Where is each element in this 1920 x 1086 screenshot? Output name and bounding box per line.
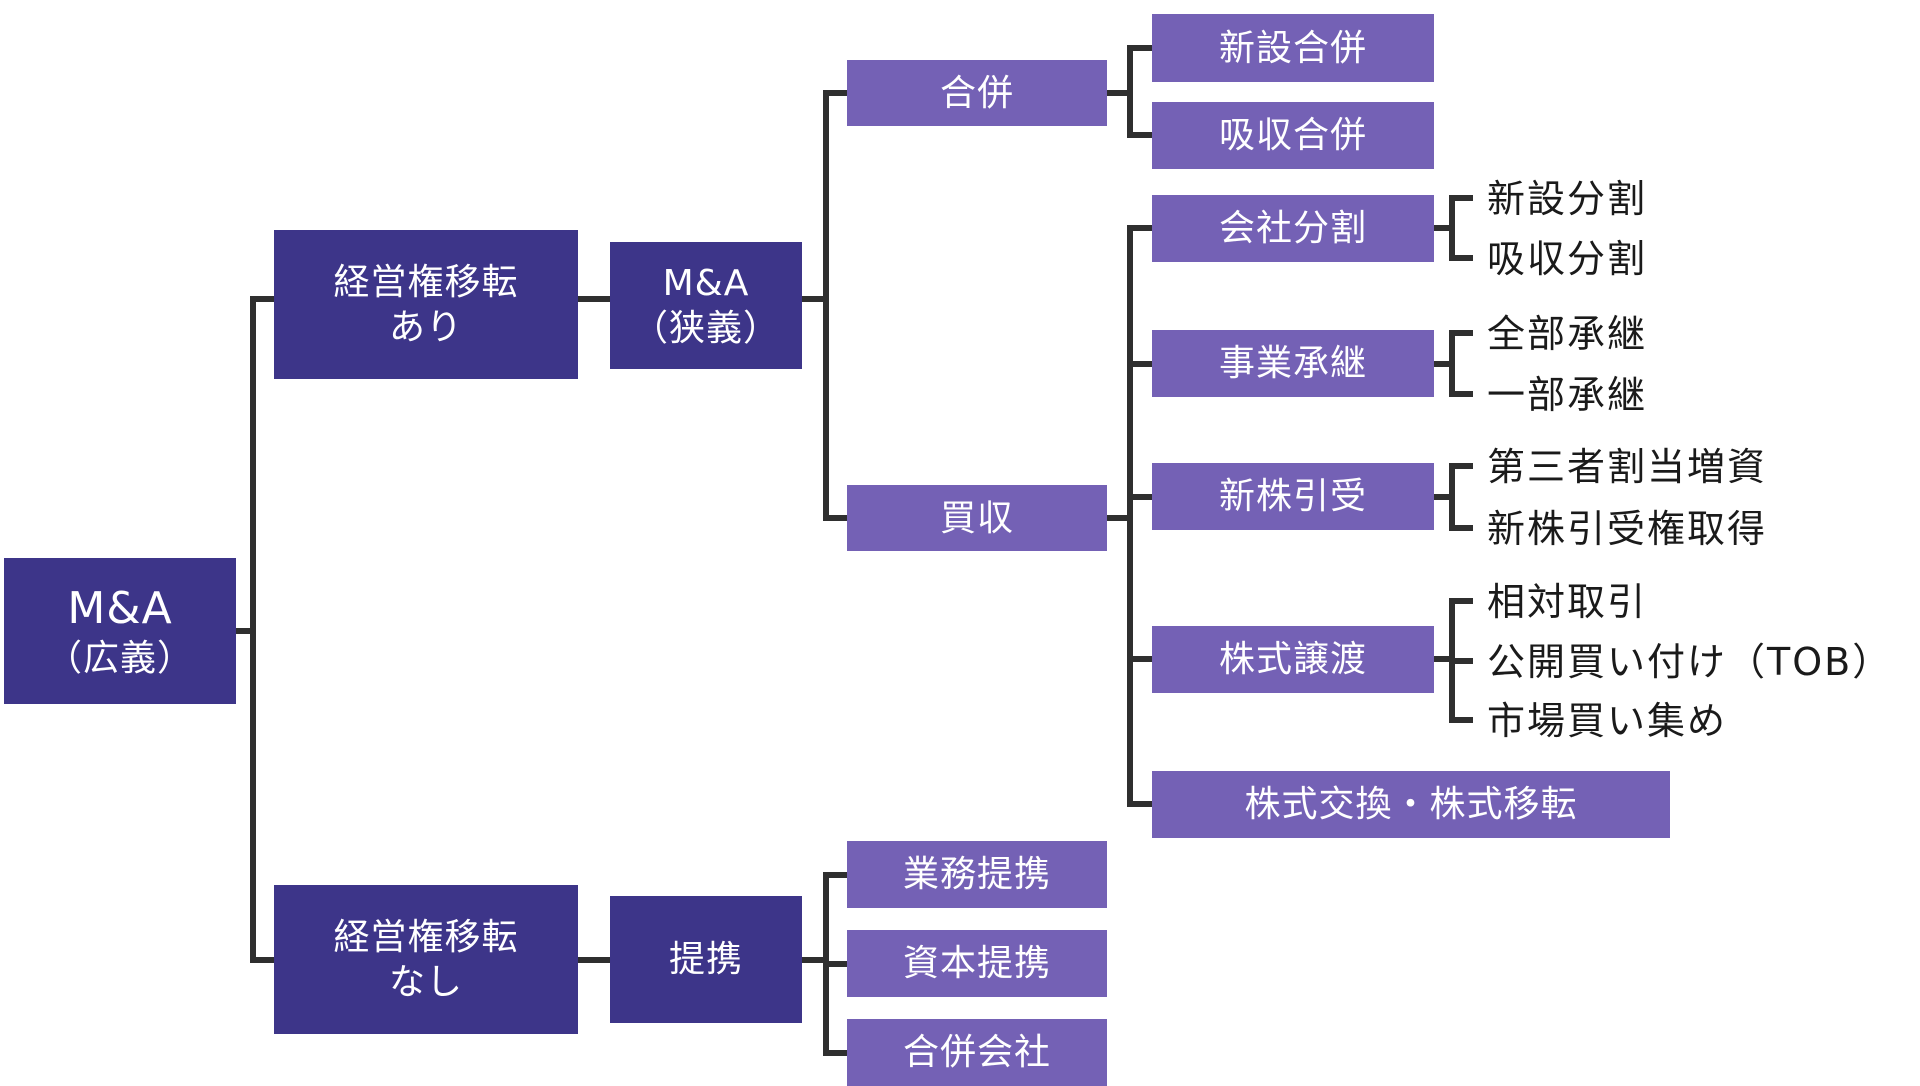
node-new-share-subscription-label: 新株引受 <box>1218 476 1367 517</box>
connector-alliance <box>799 872 850 1056</box>
connector-company-split <box>1431 195 1473 261</box>
connector-ma-narrow <box>799 90 850 521</box>
node-alliance-line-1: 提携 <box>668 939 743 980</box>
node-share-transfer-label: 株式譲渡 <box>1218 639 1367 680</box>
node-ma-broad-line-2: （広義） <box>45 638 194 679</box>
leaf-third-party-allotment: 第三者割当増資 <box>1487 445 1768 489</box>
node-alliance: 提携 <box>610 896 802 1023</box>
node-joint-venture: 合併会社 <box>847 1019 1107 1086</box>
node-merger: 合併 <box>847 60 1107 126</box>
node-company-split-label: 会社分割 <box>1218 208 1367 249</box>
node-share-exchange-transfer-label: 株式交換・株式移転 <box>1244 784 1578 825</box>
node-business-succession: 事業承継 <box>1152 330 1434 397</box>
node-company-split: 会社分割 <box>1152 195 1434 262</box>
node-transfer-yes: 経営権移転 あり <box>274 230 578 379</box>
node-business-alliance-label: 業務提携 <box>902 854 1051 895</box>
node-ma-broad-line-1: M&A <box>67 583 173 634</box>
node-ma-narrow-line-1: M&A <box>662 262 750 304</box>
node-capital-alliance-label: 資本提携 <box>902 943 1051 984</box>
node-joint-venture-label: 合併会社 <box>902 1032 1051 1073</box>
node-transfer-no-line-2: なし <box>388 961 463 1003</box>
node-ma-broad: M&A （広義） <box>4 558 236 704</box>
node-new-merger-label: 新設合併 <box>1218 27 1367 69</box>
connector-share-transfer <box>1431 598 1473 723</box>
node-share-transfer: 株式譲渡 <box>1152 626 1434 693</box>
connector-merger <box>1104 45 1155 138</box>
node-transfer-yes-line-2: あり <box>388 306 463 348</box>
connector-root <box>233 296 277 963</box>
node-business-alliance: 業務提携 <box>847 841 1107 908</box>
node-transfer-no-line-1: 経営権移転 <box>333 916 519 958</box>
leaf-negotiated-transaction: 相対取引 <box>1487 580 1648 624</box>
leaf-partial-succession: 一部承継 <box>1487 373 1648 417</box>
node-transfer-yes-line-1: 経営権移転 <box>333 261 519 303</box>
node-absorption-merger: 吸収合併 <box>1152 102 1434 169</box>
node-ma-narrow: M&A （狭義） <box>610 242 802 369</box>
leaf-full-succession: 全部承継 <box>1487 312 1648 356</box>
node-new-merger: 新設合併 <box>1152 14 1434 82</box>
connector-new-share <box>1431 463 1473 531</box>
node-ma-narrow-line-2: （狭義） <box>631 307 780 349</box>
leaf-tender-offer: 公開買い付け（TOB） <box>1487 640 1893 684</box>
node-merger-label: 合併 <box>939 72 1014 114</box>
node-share-exchange-transfer: 株式交換・株式移転 <box>1152 771 1670 838</box>
node-acquisition: 買収 <box>847 485 1107 551</box>
leaf-subscription-rights: 新株引受権取得 <box>1487 507 1768 551</box>
node-business-succession-label: 事業承継 <box>1218 343 1367 384</box>
leaf-absorption-split: 吸収分割 <box>1487 237 1648 281</box>
connector-acquisition <box>1104 225 1155 807</box>
node-new-share-subscription: 新株引受 <box>1152 463 1434 530</box>
leaf-new-split: 新設分割 <box>1487 177 1648 221</box>
node-absorption-merger-label: 吸収合併 <box>1218 115 1367 156</box>
leaf-market-purchase: 市場買い集め <box>1487 699 1728 743</box>
connector-business-succession <box>1431 330 1473 397</box>
node-acquisition-label: 買収 <box>939 497 1014 539</box>
node-capital-alliance: 資本提携 <box>847 930 1107 997</box>
node-transfer-no: 経営権移転 なし <box>274 885 578 1034</box>
